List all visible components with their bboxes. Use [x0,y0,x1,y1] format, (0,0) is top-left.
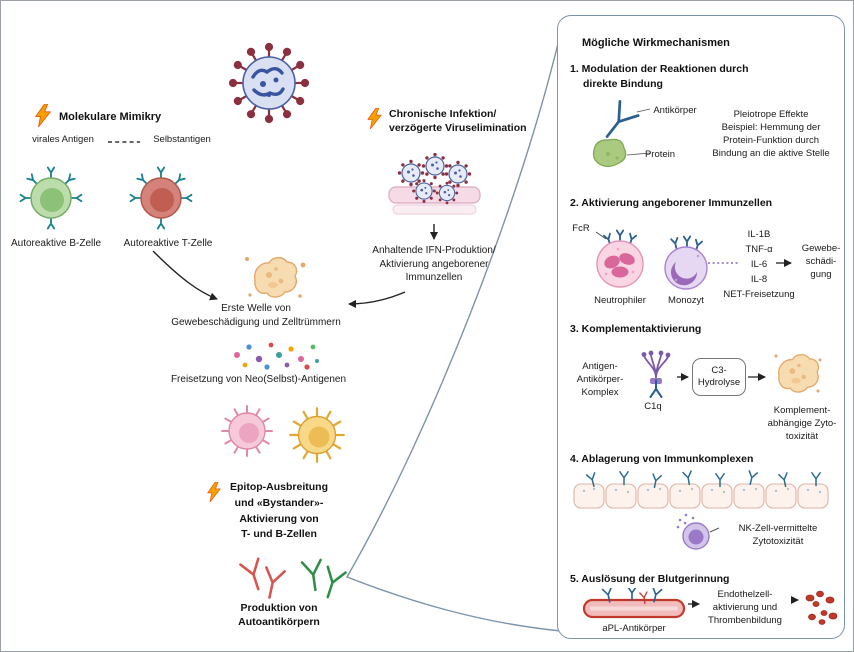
tissue-immune-complex-band [573,470,829,509]
cytokine-il1b: IL-1B [747,229,771,240]
chronic-infection-title: Chronische Infektion/ verzögerte Virusel… [389,108,527,135]
immune-complex-label: Antigen- Antikörper- Komplex [576,361,624,399]
mechanisms-panel: Mögliche Wirkmechanismen 1. Modulation d… [557,15,845,639]
endothelial-activation-text: Endothelzell- aktivierung und Thrombenbi… [708,589,782,627]
nk-cell-icon [676,513,720,550]
c1q-complex-icon [641,350,671,398]
complement-lysis-cell-icon [774,353,822,393]
b-cell-label: Autoreaktive B-Zelle [10,238,102,249]
viral-antigen-label: virales Antigen [32,134,94,145]
epitope-spreading-text: Epitop-Ausbreitung und «Bystander»- Akti… [230,481,328,541]
fcr-label: FcR [572,223,590,234]
virus-icon [219,33,319,133]
cytokine-il6: IL-6 [750,259,768,270]
thrombus-clots-icon [805,590,838,625]
innate-immune-cells-icon [595,229,708,290]
autoreactive-t-cell-icon [129,166,193,230]
lightning-icon [367,108,382,129]
pleiotropic-effects-text: Pleiotrope Effekte Beispiel: Hemmung der… [712,109,830,160]
c1q-label: C1q [644,401,662,412]
production-text: Produktion von Autoantikörpern [238,602,320,629]
complement-cytotoxicity-text: Komplement- abhängige Zyto- toxizität [767,405,837,443]
mimicry-title: Molekulare Mimikry [59,111,162,123]
cell-debris-dots [234,342,319,370]
first-wave-text: Erste Welle von Gewebeschädigung und Zel… [171,303,341,328]
activated-cell-pink-icon [221,405,273,457]
apl-antibody-label: aPL-Antikörper [602,623,666,634]
neo-antigens-text: Freisetzung von Neo(Selbst)-Antigenen [170,374,347,385]
arrow-ifn-to-wave [348,291,406,308]
antibody-protein-binding-icon [592,99,651,168]
neutrophil-label: Neutrophiler [594,295,646,306]
mechanism-5-heading: 5. Auslösung der Blutgerinnung [570,573,730,585]
mechanism-1-heading: 1. Modulation der Reaktionen durch direk… [570,63,749,91]
cytokine-il8: IL-8 [750,274,768,285]
mechanism-2-heading: 2. Aktivierung angeborener Immunzellen [570,197,773,209]
damaged-cell-icon [245,256,306,298]
self-antigen-label: Selbstantigen [153,134,211,145]
activated-cell-yellow-icon [289,407,345,463]
autoreactive-b-cell-icon [19,166,83,230]
magnifier-funnel-shape [345,30,562,632]
panel-connectors [677,259,799,608]
protein-label: Protein [644,149,676,160]
panel-title: Mögliche Wirkmechanismen [582,37,730,49]
c3-hydrolysis-box: C3- Hydrolyse [692,358,746,396]
t-cell-label: Autoreaktive T-Zelle [123,238,213,249]
infected-tissue-illustration [388,153,481,215]
net-release-label: NET-Freisetzung [723,289,795,300]
nk-cytotoxicity-text: NK-Zell-vermittelte Zytotoxizität [738,523,818,548]
antibody-label: Antikörper [653,105,697,116]
tissue-damage-text: Gewebe- schädi- gung [801,243,841,281]
cytokine-tnfa: TNF-α [745,244,773,255]
vessel-apl-antibody-icon [582,588,686,619]
lightning-icon [207,482,221,502]
arrow-mimicry-to-wave [152,250,218,301]
ifn-production-text: Anhaltende IFN-Produktion/ Aktivierung a… [372,245,496,283]
autoantibodies-icon [239,557,347,599]
mechanism-3-heading: 3. Komplementaktivierung [570,323,702,335]
mechanism-4-heading: 4. Ablagerung von Immunkomplexen [570,453,754,465]
lightning-icon [35,104,51,127]
monocyte-label: Monozyt [668,295,704,306]
